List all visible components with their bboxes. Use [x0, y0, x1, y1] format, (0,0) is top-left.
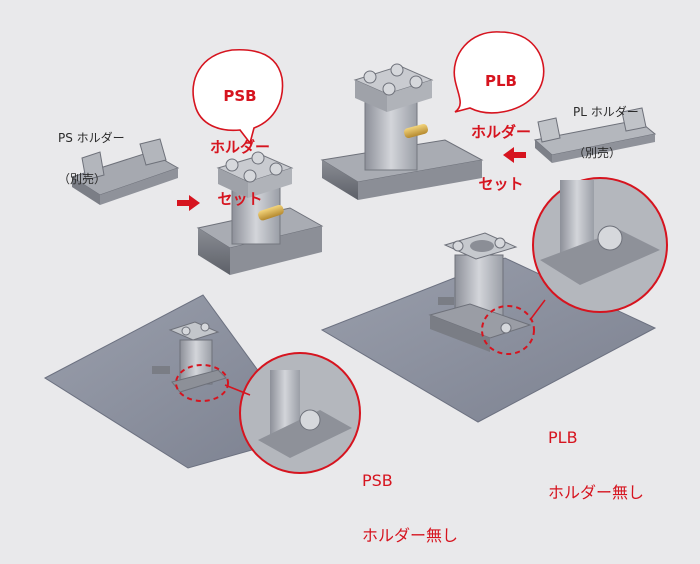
psb-no-holder-label: PSB ホルダー無し — [362, 435, 458, 564]
plb-none-line1: PLB — [548, 427, 578, 447]
pl-holder-label: PL ホルダー （別売） — [573, 78, 639, 175]
psb-none-line2: ホルダー無し — [362, 525, 459, 545]
psb-set-line1: PSB — [223, 86, 257, 105]
plb-zoom-circle — [532, 177, 668, 313]
ps-holder-label: PS ホルダー （別売） — [58, 104, 125, 201]
arrow-right-icon — [177, 195, 200, 211]
psb-set-line3: セット — [217, 190, 263, 208]
psb-zoom-circle — [239, 352, 361, 474]
plb-set-label: PLB ホルダー セット — [466, 38, 536, 211]
ps-holder-line1: PS ホルダー — [58, 130, 125, 145]
plb-zoom-connector — [529, 299, 546, 321]
psb-holder-set-part — [196, 151, 324, 275]
pl-holder-line2: （別売） — [573, 145, 622, 160]
product-illustration — [43, 31, 668, 474]
psb-set-label: PSB ホルダー セット — [205, 53, 275, 226]
plb-no-holder-part — [428, 232, 532, 352]
psb-set-line2: ホルダー — [209, 138, 270, 157]
plb-set-line3: セット — [478, 175, 524, 193]
ps-holder-part — [70, 138, 180, 205]
psb-highlight-ring — [175, 364, 229, 402]
psb-zoom-connector — [224, 384, 251, 396]
psb-none-line1: PSB — [362, 470, 393, 490]
pl-holder-part — [533, 107, 657, 163]
plb-speech-bubble — [453, 31, 545, 114]
plb-holder-set-part — [320, 63, 484, 200]
plb-no-holder-label: PLB ホルダー無し — [548, 392, 644, 521]
psb-no-holder-part — [152, 321, 227, 393]
arrow-left-icon — [503, 147, 526, 163]
plb-set-line1: PLB — [485, 71, 517, 90]
psb-speech-bubble — [192, 48, 284, 145]
pl-holder-line1: PL ホルダー — [573, 104, 639, 119]
illustration-stage: PS ホルダー （別売） PL ホルダー （別売） PSB ホルダー セット P… — [43, 31, 668, 545]
ps-holder-line2: （別売） — [58, 171, 107, 186]
plb-none-line2: ホルダー無し — [548, 482, 645, 502]
plb-highlight-ring — [481, 305, 535, 355]
plb-set-line2: ホルダー — [470, 123, 531, 142]
